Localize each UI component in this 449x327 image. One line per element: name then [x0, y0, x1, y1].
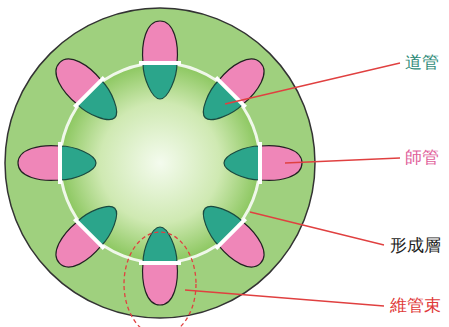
cambium-label: 形成層	[390, 235, 441, 255]
xylem-label: 道管	[405, 52, 439, 72]
bundle-highlight	[124, 232, 196, 327]
vascular-bundle-label: 維管束	[390, 295, 441, 315]
vascular-bundles	[18, 21, 302, 305]
epidermis	[5, 8, 315, 318]
leader-lines	[185, 63, 400, 306]
phloem-label: 師管	[405, 147, 439, 167]
